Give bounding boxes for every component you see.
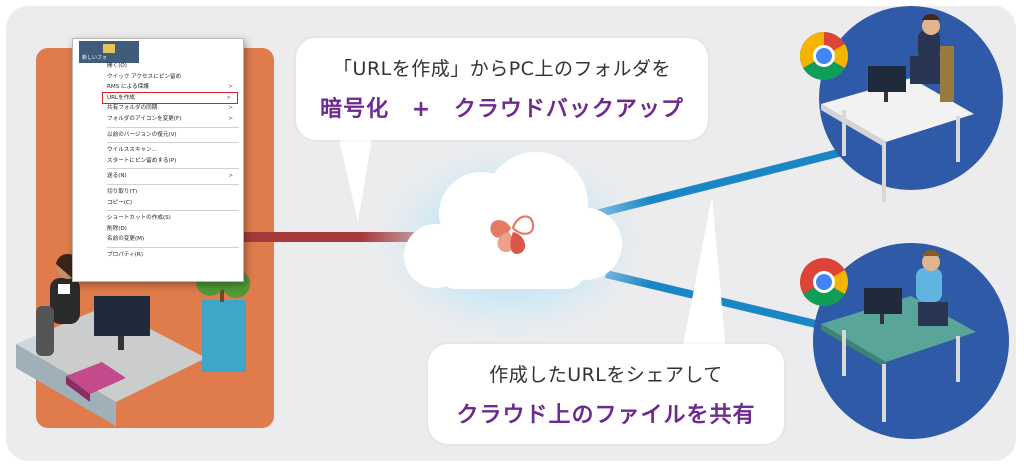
menu-item-label: URLを作成 [107, 94, 135, 101]
folder-tile[interactable]: 新しいフォ [79, 41, 139, 63]
folder-icon [103, 44, 115, 53]
submenu-arrow-icon: > [228, 115, 233, 122]
menu-separator [107, 246, 239, 248]
menu-item-label: スタートにピン留めする(P) [107, 157, 177, 164]
menu-item-label: 以前のバージョンの復元(V) [107, 131, 177, 138]
chrome-icon [799, 31, 849, 81]
menu-item[interactable]: 共有フォルダの同期 > [107, 103, 239, 114]
menu-item[interactable]: クイック アクセスにピン留め [107, 72, 239, 83]
submenu-arrow-icon: > [228, 84, 233, 91]
menu-item-label: 名前の変更(M) [107, 236, 145, 243]
submenu-arrow-icon: > [228, 173, 233, 180]
menu-item-label: 共有フォルダの同期 [107, 105, 158, 112]
menu-separator [107, 210, 239, 212]
menu-item-label: ショートカットの作成(S) [107, 215, 171, 222]
menu-item-label: フォルダのアイコンを変更(F) [107, 115, 182, 122]
menu-item[interactable]: RMS による保護 > [107, 82, 239, 93]
bubble-top-line2: 暗号化 + クラウドバックアップ [296, 91, 708, 123]
user2-desk-scene [821, 250, 976, 422]
bubble-top-encrypt: 暗号化 [320, 97, 390, 122]
bubble-bottom-tail [682, 196, 726, 351]
bubble-bottom-line1: 作成したURLをシェアして [489, 364, 723, 386]
bubble-top-tail [336, 126, 374, 222]
menu-item[interactable]: 送る(N) > [107, 171, 239, 182]
menu-item-label: クイック アクセスにピン留め [107, 73, 182, 80]
menu-item[interactable]: フォルダのアイコンを変更(F) > [107, 114, 239, 125]
menu-item[interactable]: ショートカットの作成(S) [107, 213, 239, 224]
menu-item[interactable]: 切り取り(T) [107, 187, 239, 198]
menu-item-label: コピー(C) [107, 199, 133, 206]
speech-bubble-top: 「URLを作成」からPC上のフォルダを 暗号化 + クラウドバックアップ [296, 38, 708, 140]
chrome-icon [800, 258, 849, 307]
link-user-cloud [236, 232, 418, 242]
menu-item-label: 削除(D) [107, 225, 127, 232]
menu-separator [107, 142, 239, 144]
menu-item-create-url[interactable]: URLを作成 > [102, 91, 238, 105]
diagram-canvas [16, 6, 1009, 439]
menu-separator [107, 126, 239, 128]
menu-item-label: 切り取り(T) [107, 188, 138, 195]
submenu-arrow-icon: > [226, 94, 231, 101]
speech-bubble-bottom: 作成したURLをシェアして クラウド上のファイルを共有 [428, 344, 784, 444]
user1-desk-scene [821, 14, 974, 202]
menu-item[interactable]: コピー(C) [107, 198, 239, 209]
menu-separator [107, 168, 239, 170]
menu-item[interactable]: 開く(O) [107, 61, 239, 72]
menu-item[interactable]: 削除(D) [107, 224, 239, 235]
submenu-arrow-icon: > [228, 105, 233, 112]
menu-item-label: ウイルススキャン... [107, 147, 158, 154]
folder-tile-label: 新しいフォ [82, 55, 108, 61]
heart-clover-logo-icon [490, 215, 535, 254]
menu-item-label: プロパティ(R) [107, 251, 143, 258]
bubble-top-line1: 「URLを作成」からPC上のフォルダを [333, 58, 671, 80]
cloud-shape [404, 152, 622, 289]
menu-item[interactable]: ウイルススキャン... [107, 145, 239, 156]
menu-item[interactable]: プロパティ(R) [107, 250, 239, 261]
menu-separator [107, 183, 239, 185]
menu-item-label: 開く(O) [107, 63, 127, 69]
bubble-top-plus: + [411, 97, 432, 122]
menu-item-label: RMS による保護 [107, 84, 149, 91]
bubble-bottom-line2: クラウド上のファイルを共有 [456, 403, 756, 428]
menu-item[interactable]: スタートにピン留めする(P) [107, 156, 239, 167]
menu-item[interactable]: 名前の変更(M) [107, 234, 239, 245]
menu-item[interactable]: 以前のバージョンの復元(V) [107, 130, 239, 141]
menu-item-label: 送る(N) [107, 173, 127, 180]
bubble-top-backup: クラウドバックアップ [453, 97, 684, 122]
